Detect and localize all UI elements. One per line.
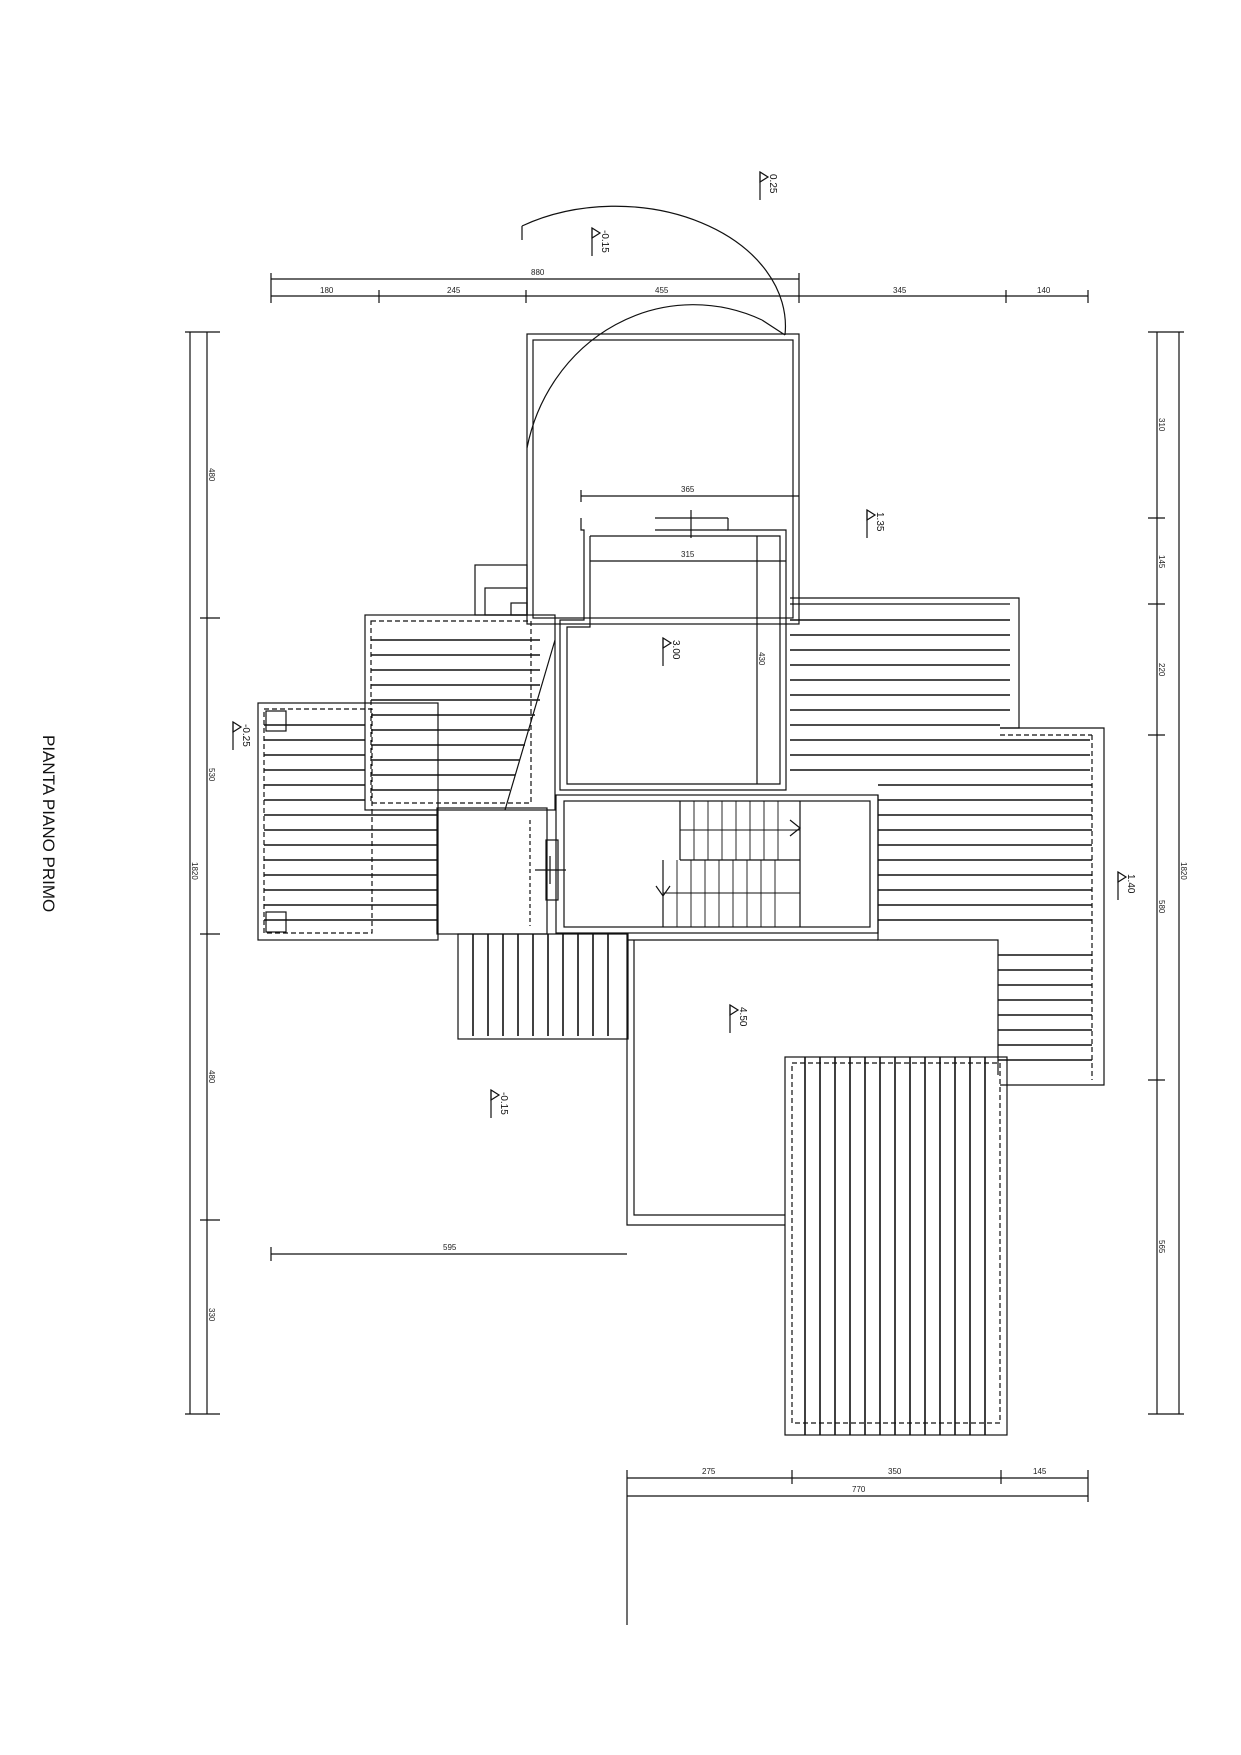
left-terrace (257, 702, 439, 941)
dim-bottom-2: 350 (888, 1467, 902, 1476)
bottom-right-pergola (784, 1056, 1008, 1436)
stair-core (535, 794, 879, 934)
dim-left-4: 330 (207, 1308, 216, 1322)
dim-top-1: 180 (320, 286, 334, 295)
bottom-dimension-chain (270, 1247, 1089, 1625)
left-upper-roof (364, 564, 556, 811)
upper-room (526, 333, 800, 625)
small-landing (436, 639, 556, 935)
dim-inner-lower: 315 (681, 550, 695, 559)
right-upper-roof (790, 597, 1090, 771)
dim-top-5: 140 (1037, 286, 1051, 295)
dim-left-1: 480 (207, 468, 216, 482)
elev-center-room: 3.00 (670, 640, 681, 660)
curved-volume (521, 205, 787, 449)
dim-right-1: 310 (1157, 418, 1166, 432)
lower-left-awning (457, 933, 629, 1040)
dim-left-total: 1820 (190, 862, 199, 880)
dim-right-3: 220 (1157, 663, 1166, 677)
dim-right-5: 565 (1157, 1240, 1166, 1254)
dim-bottom-3: 145 (1033, 1467, 1047, 1476)
dim-left-3: 480 (207, 1070, 216, 1084)
elev-top-right: 0.25 (767, 174, 778, 194)
dim-top-3: 455 (655, 286, 669, 295)
elevation-markers (232, 170, 1128, 1118)
dim-right-2: 145 (1157, 555, 1166, 569)
dim-bottom-total: 770 (852, 1485, 866, 1494)
central-room (559, 490, 799, 791)
elev-right-terrace: 1.40 (1125, 874, 1136, 894)
dim-bottom-1: 275 (702, 1467, 716, 1476)
elev-upper-right-roof: 1.35 (874, 512, 885, 532)
elev-lower-left-ground: -0.15 (498, 1092, 509, 1115)
dim-right-total: 1820 (1179, 862, 1188, 880)
dim-top-total: 880 (531, 268, 545, 277)
dim-inner-upper: 365 (681, 485, 695, 494)
elev-lower-room: 4.50 (737, 1007, 748, 1027)
right-dimension-chain (1148, 331, 1184, 1415)
elev-left-terrace: -0.25 (240, 724, 251, 747)
left-dimension-chain (185, 331, 220, 1415)
dim-right-4: 580 (1157, 900, 1166, 914)
top-dimension-chain (270, 273, 1089, 303)
elev-arc: -0.15 (599, 230, 610, 253)
lower-room (626, 934, 878, 1226)
dim-top-2: 245 (447, 286, 461, 295)
dim-left-2: 530 (207, 768, 216, 782)
right-terrace (877, 727, 1105, 1086)
dim-inner-height: 430 (757, 652, 766, 666)
dim-lower-left: 595 (443, 1243, 457, 1252)
dim-top-4: 345 (893, 286, 907, 295)
